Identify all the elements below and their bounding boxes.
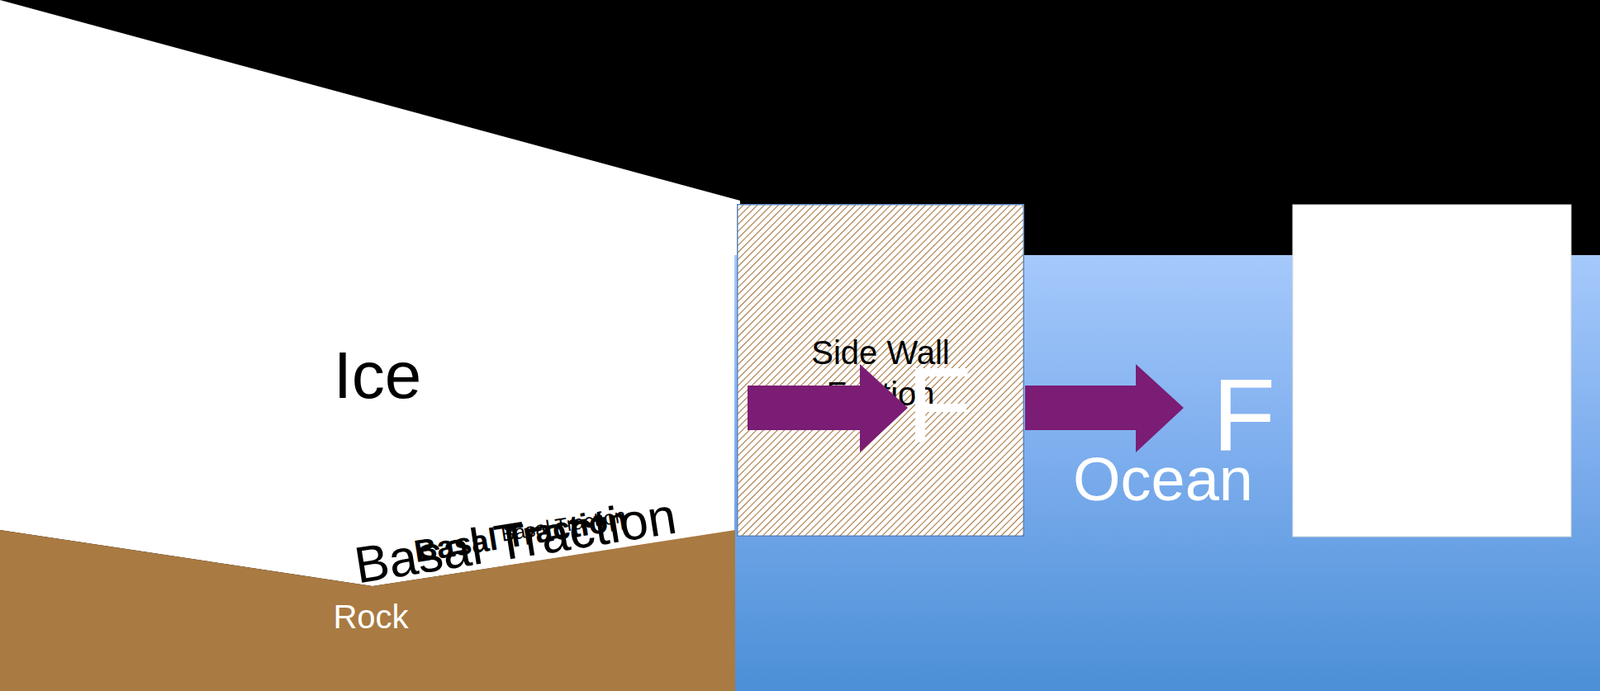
node-text: Ice (333, 342, 423, 409)
node-text: Rock (332, 600, 409, 634)
force-symbol: F (906, 351, 972, 459)
side-wall-box-outline (737, 204, 1025, 537)
side-wall-box: Side Wall Friction (736, 204, 1025, 537)
force-symbol: F (1212, 363, 1276, 467)
